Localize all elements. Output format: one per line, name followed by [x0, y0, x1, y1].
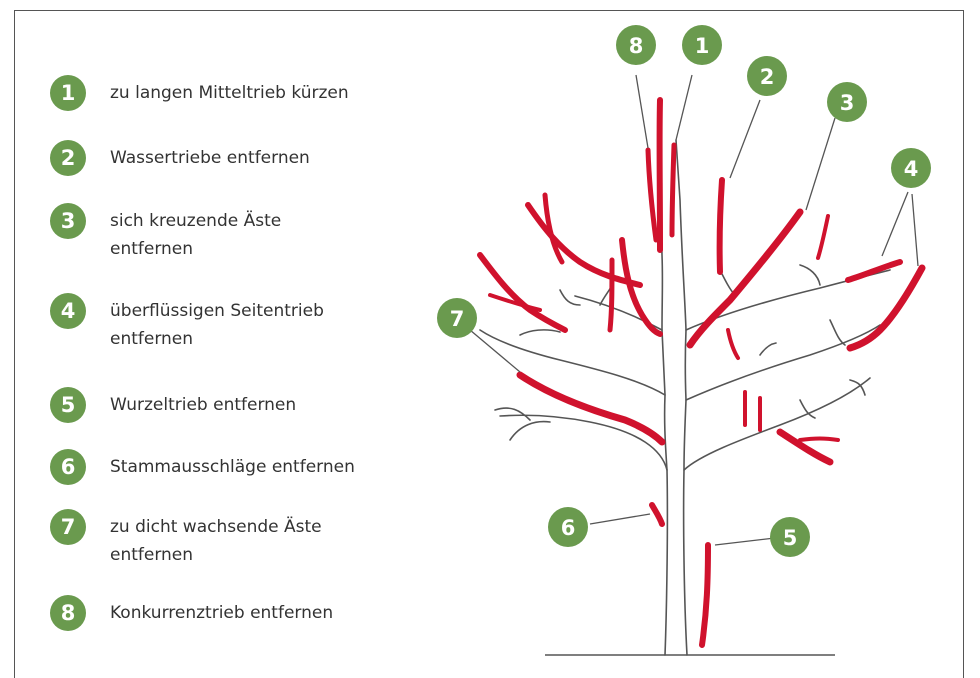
tree-badge-4: 4: [891, 148, 931, 188]
tree-badge-1: 1: [682, 25, 722, 65]
tree-badge-5: 5: [770, 517, 810, 557]
badge-number: 8: [629, 34, 644, 58]
tree-badge-3: 3: [827, 82, 867, 122]
tree-badge-8: 8: [616, 25, 656, 65]
badge-number: 1: [695, 34, 710, 58]
badge-number: 7: [450, 307, 465, 331]
badge-number: 3: [840, 91, 855, 115]
badge-number: 4: [904, 157, 919, 181]
tree-badge-7: 7: [437, 298, 477, 338]
badge-number: 2: [760, 65, 775, 89]
tree-badge-2: 2: [747, 56, 787, 96]
badge-number: 6: [561, 516, 576, 540]
tree-badge-6: 6: [548, 507, 588, 547]
badge-number: 5: [783, 526, 798, 550]
cut-branches: [480, 100, 922, 645]
